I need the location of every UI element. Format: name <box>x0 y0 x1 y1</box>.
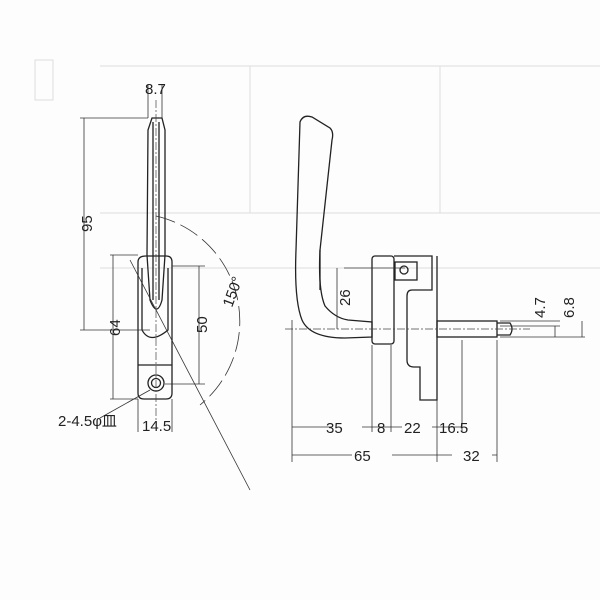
rotation-angle: 150° <box>220 274 247 309</box>
dim-95: 95 <box>79 215 96 232</box>
front-view-dimensions <box>80 85 251 491</box>
dim-8: 8 <box>377 420 385 437</box>
dim-16-5: 16.5 <box>439 420 468 437</box>
dim-35: 35 <box>326 420 343 437</box>
dim-22: 22 <box>404 420 421 437</box>
faint-background-table <box>34 59 600 269</box>
dim-8-7: 8.7 <box>145 81 166 98</box>
dim-4-7: 4.7 <box>532 297 549 318</box>
side-view-dimensions <box>291 267 585 462</box>
front-view-handle <box>137 100 173 420</box>
dim-26: 26 <box>337 289 354 306</box>
hole-note: 2-4.5φ皿 <box>58 413 117 430</box>
side-view-handle <box>285 115 530 401</box>
dim-64: 64 <box>107 319 124 336</box>
dim-65: 65 <box>354 448 371 465</box>
dim-14-5: 14.5 <box>142 418 171 435</box>
dim-32: 32 <box>463 448 480 465</box>
dim-6-8: 6.8 <box>561 297 578 318</box>
dim-50: 50 <box>194 316 211 333</box>
